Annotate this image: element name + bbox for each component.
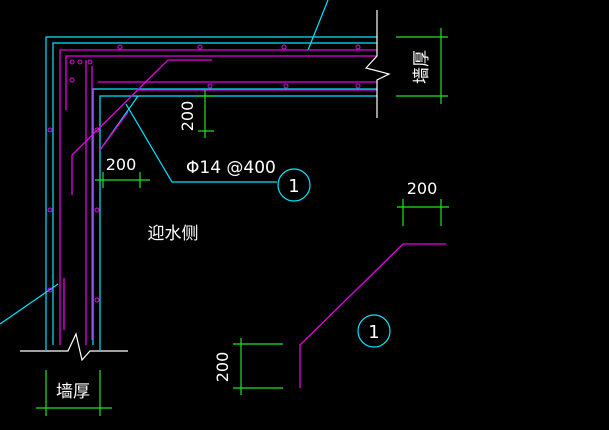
rebar-dots — [47, 44, 361, 303]
label-dim-corner-vertical: 200 — [178, 101, 197, 132]
label-water-side: 迎水侧 — [148, 224, 199, 244]
rebar-dot — [87, 59, 93, 65]
callout-circle-detail — [357, 314, 391, 348]
label-rebar-spec: Φ14 @400 — [186, 158, 276, 178]
rebar-dot — [355, 83, 361, 89]
rebar-dot — [281, 44, 287, 50]
leader-top-right — [307, 0, 329, 51]
dimensions — [36, 28, 449, 416]
rebar-dot — [94, 297, 100, 303]
label-dim-corner-horizontal: 200 — [106, 155, 137, 174]
callout-circle-main — [277, 168, 311, 202]
rebar-dot — [47, 207, 53, 213]
rebar-dot — [207, 83, 213, 89]
label-wall-thickness-right: 墙厚 — [412, 50, 432, 84]
rebar-dot — [283, 83, 289, 89]
break-line-bottom — [20, 332, 128, 362]
rebar-dot — [117, 44, 123, 50]
rebar-outer-second — [65, 55, 377, 110]
rebar-dot — [355, 44, 361, 50]
wall-inner-edge — [99, 95, 377, 350]
rebar-dot — [77, 59, 83, 65]
rebar-detail-bar — [299, 243, 446, 388]
rebar-lines — [59, 49, 446, 388]
rebar-dot — [47, 127, 53, 133]
rebar-dot — [47, 287, 53, 293]
rebar-dot — [69, 77, 75, 83]
rebar-dot — [94, 127, 100, 133]
label-callout-detail: 1 — [368, 322, 379, 343]
wall-outline — [0, 0, 391, 350]
rebar-corner-bend — [71, 59, 212, 195]
wall-inner-offset — [92, 88, 377, 345]
rebar-dot — [69, 59, 75, 65]
rebar-outer-main — [59, 49, 377, 345]
wall-outer-offset — [52, 42, 377, 345]
label-dim-right-bottom: 200 — [213, 352, 232, 383]
rebar-dot — [94, 207, 100, 213]
break-line-right — [364, 10, 391, 118]
wall-outer-edge — [45, 36, 377, 350]
label-dim-right-top: 200 — [407, 179, 438, 198]
rebar-dot — [197, 44, 203, 50]
label-wall-thickness-bottom: 墙厚 — [56, 382, 90, 402]
break-lines — [20, 10, 391, 362]
rebar-haunch-diagonal-2 — [99, 111, 129, 151]
leader-rebar-callout — [125, 103, 277, 183]
label-callout-main: 1 — [288, 176, 299, 197]
